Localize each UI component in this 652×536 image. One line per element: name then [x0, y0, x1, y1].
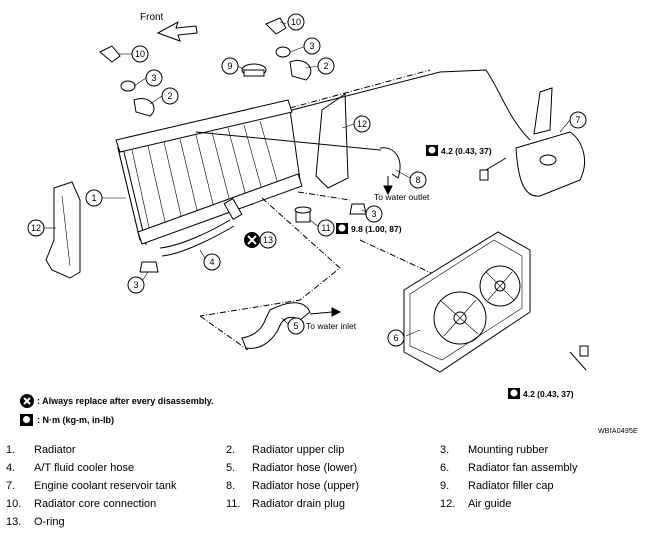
- radiator-hose-lower: [241, 302, 311, 349]
- upper-radiator-hose: [195, 131, 401, 179]
- hose-connection-outline: [199, 69, 443, 351]
- callout-5: 5: [287, 317, 305, 335]
- callout-12-left: 12: [27, 219, 45, 237]
- diagram-label: 2: [323, 61, 328, 71]
- radiator-filler-cap: [241, 63, 267, 77]
- callout-10-left: 10: [131, 45, 149, 63]
- diagram-label: 7: [575, 115, 580, 125]
- water-inlet-arrow: [309, 307, 342, 317]
- reservoir-bolt: [479, 157, 507, 181]
- torque-spec-reservoir: 4.2 (0.43, 37): [426, 145, 492, 156]
- diagram-label: 8: [415, 175, 420, 185]
- air-guide-right: [315, 93, 349, 189]
- at-fluid-cooler-hose: [159, 198, 243, 257]
- reservoir-hose: [291, 69, 531, 141]
- diagram-label: 10: [291, 17, 301, 27]
- diagram-label: 3: [151, 73, 156, 83]
- callout-12-right: 12: [353, 115, 371, 133]
- diagram-label: 1: [91, 193, 96, 203]
- diagram-label: 10: [135, 49, 145, 59]
- callout-4: 4: [203, 253, 221, 271]
- diagram-label: 4.2 (0.43, 37): [523, 389, 574, 399]
- callout-11: 11: [317, 219, 335, 237]
- diagram-label: 3: [371, 209, 376, 219]
- callout-3-lower-left: 3: [127, 276, 145, 294]
- replace-icon: [244, 232, 260, 248]
- callout-1: 1: [85, 189, 103, 207]
- diagram-label: 12: [31, 223, 41, 233]
- diagram-label: 2: [167, 91, 172, 101]
- diagram-label: 9.8 (1.00, 87): [351, 224, 402, 234]
- mounting-rubber-lower-right: [349, 203, 367, 215]
- mounting-rubber-lower-left: [139, 261, 159, 273]
- callout-6: 6: [387, 329, 405, 347]
- diagram-label: 5: [293, 321, 298, 331]
- diagram-label: 3: [309, 41, 314, 51]
- diagram-label: 4.2 (0.43, 37): [441, 146, 492, 156]
- callout-3-upper-left: 3: [145, 69, 163, 87]
- callout-3-lower-right: 3: [365, 205, 383, 223]
- air-guide-left: [45, 181, 81, 279]
- diagram-label: 4: [209, 257, 214, 267]
- upper-clip-right: [265, 17, 312, 81]
- diagram-label: 3: [133, 280, 138, 290]
- callout-2-right: 2: [317, 57, 335, 75]
- callout-9: 9: [221, 57, 239, 75]
- callout-7: 7: [569, 111, 587, 129]
- torque-spec-drain-plug: 9.8 (1.00, 87): [336, 223, 402, 234]
- diagram-label: 12: [357, 119, 367, 129]
- diagram-label: 11: [321, 223, 330, 233]
- exploded-parts-diagram: 1 12 3 4 5 6 7 8 9 10 10 3 3 2 2 12 3 11…: [27, 12, 589, 399]
- front-direction-arrow: [156, 20, 198, 42]
- diagram-label: 9: [227, 61, 232, 71]
- coolant-reservoir-tank: [515, 87, 585, 197]
- front-label: Front: [140, 12, 164, 23]
- fan-bolt: [569, 345, 589, 371]
- radiator: [115, 99, 303, 246]
- radiator-fan-assembly: [403, 231, 531, 373]
- callout-8: 8: [409, 171, 427, 189]
- diagram-label: 6: [393, 333, 398, 343]
- drain-plug: [294, 206, 312, 223]
- water-outlet-arrow: [383, 176, 393, 196]
- callout-3-upper-right: 3: [303, 37, 321, 55]
- callout-10-right: 10: [287, 13, 305, 31]
- diagram-label: 13: [263, 235, 273, 245]
- callout-13: 13: [259, 231, 277, 249]
- to-water-inlet-label: To water inlet: [306, 321, 357, 331]
- to-water-outlet-label: To water outlet: [374, 192, 430, 202]
- torque-spec-fan-bolt: 4.2 (0.43, 37): [508, 388, 574, 399]
- upper-clip-left: [99, 45, 155, 117]
- callout-2-left: 2: [161, 87, 179, 105]
